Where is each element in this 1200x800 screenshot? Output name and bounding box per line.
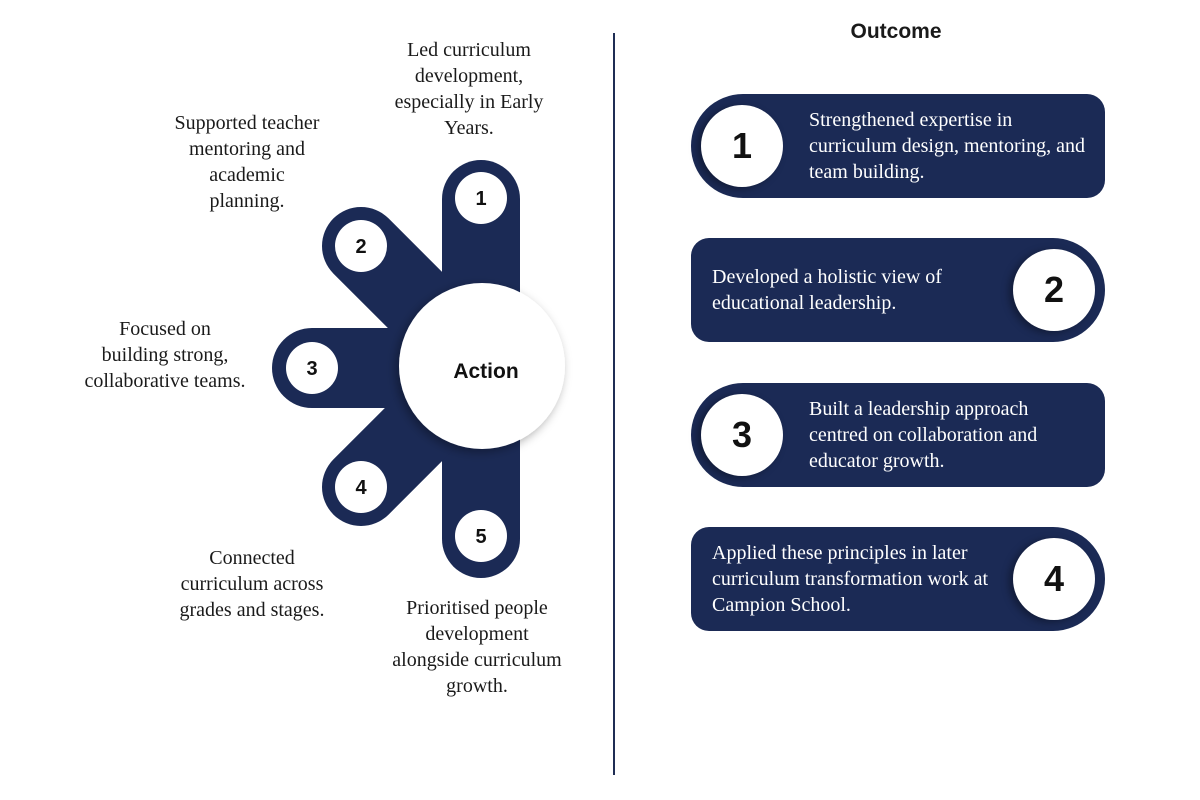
column-divider: [613, 33, 615, 775]
action-text-1: Led curriculum development, especially i…: [394, 39, 544, 139]
action-number-2: 2: [335, 220, 387, 272]
outcome-title: Outcome: [850, 20, 942, 43]
outcome-card-1: 1 Strengthened expertise in curriculum d…: [691, 94, 1105, 198]
action-hub-label: Action: [453, 360, 518, 383]
action-number-5-label: 5: [475, 526, 486, 548]
outcome-badge-3: 3: [701, 394, 783, 476]
action-text-5: Prioritised people development alongside…: [392, 597, 562, 697]
action-number-3-label: 3: [306, 358, 317, 380]
outcome-text-1: Strengthened expertise in curriculum des…: [809, 109, 1086, 183]
outcome-text-4: Applied these principles in later curric…: [712, 542, 989, 616]
outcome-card-2: 2 Developed a holistic view of education…: [691, 238, 1105, 342]
action-text-2: Supported teacher mentoring and academic…: [174, 112, 320, 212]
action-number-5: 5: [455, 510, 507, 562]
outcome-badge-4: 4: [1013, 538, 1095, 620]
action-number-1-label: 1: [475, 188, 486, 210]
action-number-4: 4: [335, 461, 387, 513]
outcome-text-2: Developed a holistic view of educational…: [712, 266, 942, 314]
action-text-3: Focused on building strong, collaborativ…: [84, 318, 246, 392]
action-number-1: 1: [455, 172, 507, 224]
action-number-4-label: 4: [355, 477, 367, 499]
outcome-badge-2: 2: [1013, 249, 1095, 331]
outcome-card-4: 4 Applied these principles in later curr…: [691, 527, 1105, 631]
action-hub: Action: [399, 283, 565, 449]
action-text-4: Connected curriculum across grades and s…: [179, 547, 325, 621]
outcome-text-3: Built a leadership approach centred on c…: [809, 398, 1038, 472]
action-number-3: 3: [286, 342, 338, 394]
action-number-2-label: 2: [355, 236, 366, 258]
outcome-card-3: 3 Built a leadership approach centred on…: [691, 383, 1105, 487]
outcome-badge-1: 1: [701, 105, 783, 187]
